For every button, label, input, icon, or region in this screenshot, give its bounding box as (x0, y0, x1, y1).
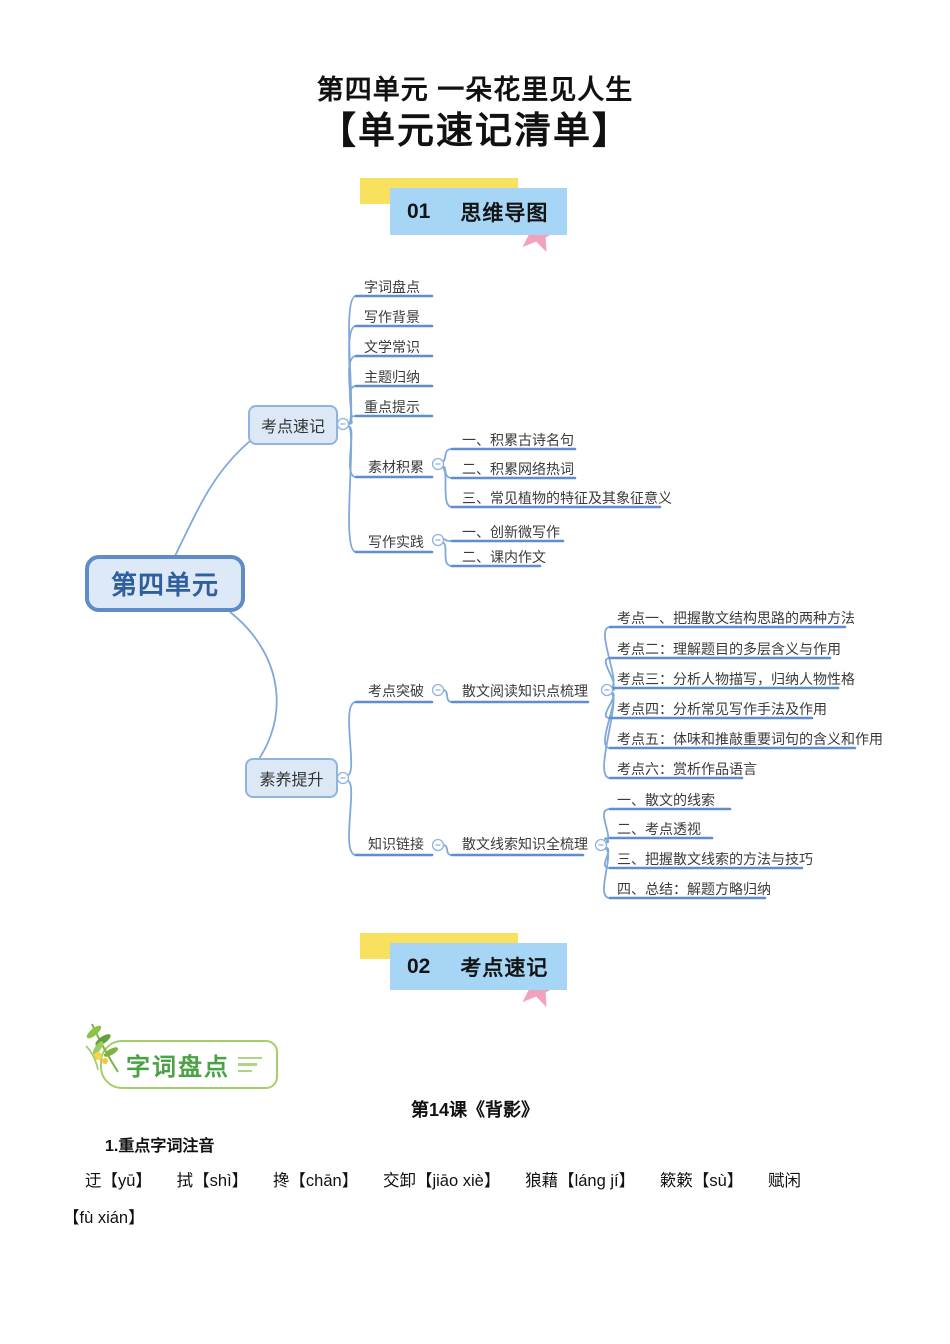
mm-kaodian-6: 考点六：赏析作品语言 (617, 761, 757, 777)
mm-via-sanwen-yuedu: 散文阅读知识点梳理 (462, 683, 588, 699)
mm-via-sanwen-xiansuo: 散文线索知识全梳理 (462, 836, 588, 852)
mm-kaodian-2: 考点二：理解题目的多层含义与作用 (617, 641, 841, 657)
connector-curves (174, 295, 615, 899)
mm-xiezuo-child-1: 二、课内作文 (462, 549, 546, 565)
mindmap-connectors (174, 294, 857, 900)
lesson-title: 第14课《背影》 (410, 1100, 540, 1120)
pinyin-line-1: 迂【yū】 拭【shì】 搀【chān】 交卸【jiāo xiè】 狼藉【lán… (85, 1172, 802, 1190)
mm-group-kaodian-tupo: 考点突破 (368, 683, 424, 699)
mm-kaodian-5: 考点五：体味和推敲重要词句的含义和作用 (617, 731, 883, 747)
banner-title: 思维导图 (460, 201, 549, 225)
mm-xiezuo-child-0: 一、创新微写作 (462, 524, 560, 540)
collapse-minus-icon (336, 771, 350, 785)
collapse-icons (336, 417, 614, 852)
mm-sucai-child-1: 二、积累网络热词 (462, 461, 574, 477)
collapse-minus-icon (336, 417, 350, 431)
zici-pandian-badge: 字词盘点 (78, 1023, 308, 1089)
mm-xiansuo-3: 三、把握散文线索的方法与技巧 (617, 851, 813, 867)
badge-capsule: 字词盘点 (100, 1040, 278, 1089)
collapse-minus-icon (431, 838, 445, 852)
mm-branch1-leaf-1: 写作背景 (364, 309, 420, 325)
node-kaodian-suji: 考点速记 (248, 405, 338, 445)
mm-xiansuo-4: 四、总结：解题方略归纳 (617, 881, 771, 897)
collapse-minus-icon (431, 533, 445, 547)
pinyin-line-2: 【fù xián】 (63, 1209, 145, 1227)
banner-blue-bar: 01 思维导图 (390, 188, 567, 235)
collapse-minus-icon (431, 457, 445, 471)
leaf-underlines (354, 294, 857, 900)
section-banner-02: 02 考点速记 (360, 933, 620, 1013)
page-title: 第四单元 一朵花里见人生 (316, 75, 634, 105)
banner-number: 02 (407, 954, 431, 978)
wheat-icon (85, 1023, 119, 1073)
page-subtitle: 【单元速记清单】 (319, 111, 631, 152)
collapse-minus-icon (431, 683, 445, 697)
mm-kaodian-1: 考点一、把握散文结构思路的两种方法 (617, 610, 855, 626)
section-banner-01: 01 思维导图 (360, 178, 620, 258)
mm-group-zhishi-lianjie: 知识链接 (368, 836, 424, 852)
mm-xiansuo-1: 一、散文的线索 (617, 792, 715, 808)
root-node: 第四单元 (85, 555, 245, 612)
mm-branch1-leaf-3: 主题归纳 (364, 369, 420, 385)
banner-blue-bar: 02 考点速记 (390, 943, 567, 990)
node-suyang-tisheng: 素养提升 (245, 758, 338, 798)
mm-sucai-child-0: 一、积累古诗名句 (462, 432, 574, 448)
mm-group-sucai-jilei: 素材积累 (368, 459, 424, 475)
mm-xiansuo-2: 二、考点透视 (617, 821, 701, 837)
mm-branch1-leaf-0: 字词盘点 (364, 279, 420, 295)
collapse-minus-icon (600, 683, 614, 697)
lesson-heading: 1.重点字词注音 (105, 1138, 215, 1155)
mm-kaodian-4: 考点四：分析常见写作手法及作用 (617, 701, 827, 717)
banner-title: 考点速记 (460, 956, 549, 980)
badge-label: 字词盘点 (126, 1054, 230, 1081)
mm-branch1-leaf-2: 文学常识 (364, 339, 420, 355)
collapse-minus-icon (594, 838, 608, 852)
mindmap: 第四单元 考点速记 素养提升 字词盘点 写作背景 文学常识 主题归纳 重点提示 … (0, 260, 950, 925)
banner-number: 01 (407, 199, 431, 223)
mm-branch1-leaf-4: 重点提示 (364, 399, 420, 415)
mm-sucai-child-2: 三、常见植物的特征及其象征意义 (462, 490, 672, 506)
mm-kaodian-3: 考点三：分析人物描写，归纳人物性格 (617, 671, 855, 687)
mm-group-xiezuo-shijian: 写作实践 (368, 534, 424, 550)
lines-icon (238, 1056, 262, 1073)
